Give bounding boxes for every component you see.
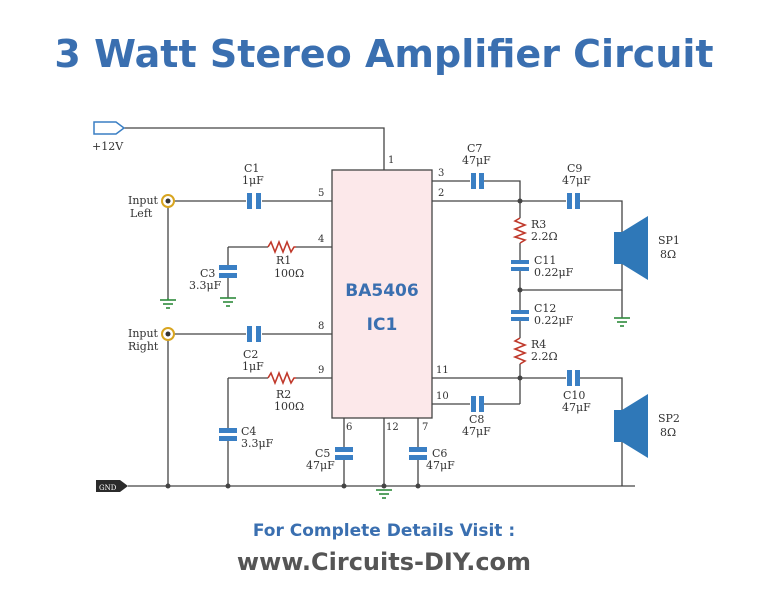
ground-speaker-icon <box>614 317 630 327</box>
gnd-flag-icon <box>96 480 128 492</box>
input-right-label-2: Right <box>128 340 159 353</box>
c4-value: 3.3μF <box>241 437 274 450</box>
ground-c3-icon <box>220 297 236 307</box>
website-link[interactable]: www.Circuits-DIY.com <box>236 548 532 576</box>
input-left-label-1: Input <box>128 194 159 207</box>
capacitor-c1-icon <box>247 193 261 209</box>
sp1-value: 8Ω <box>660 248 676 261</box>
c12-ref: C12 <box>534 302 556 315</box>
pin-10: 10 <box>436 391 449 402</box>
capacitor-c6-icon <box>409 447 427 460</box>
supply-flag-icon <box>93 121 126 135</box>
capacitor-c2-icon <box>247 326 261 342</box>
page-title: 3 Watt Stereo Amplifier Circuit <box>54 32 714 76</box>
capacitor-c11-icon <box>511 260 529 271</box>
pin-3: 3 <box>438 168 444 179</box>
r2-value: 100Ω <box>274 400 304 413</box>
c1-ref: C1 <box>244 162 259 175</box>
c5-value: 47μF <box>306 459 335 472</box>
pin-2: 2 <box>438 188 444 199</box>
sp2-value: 8Ω <box>660 426 676 439</box>
c4-ref: C4 <box>241 425 256 438</box>
resistor-r2-icon <box>267 370 296 386</box>
resistor-r1-icon <box>267 239 296 255</box>
speaker-sp1-icon <box>614 216 648 280</box>
c3-value: 3.3μF <box>189 279 222 292</box>
capacitor-c10-icon <box>567 370 580 386</box>
r3-value: 2.2Ω <box>531 230 558 243</box>
c5-ref: C5 <box>315 447 330 460</box>
c3-ref: C3 <box>200 267 215 280</box>
c2-ref: C2 <box>243 348 258 361</box>
ground-ic-icon <box>376 489 392 499</box>
c6-value: 47μF <box>426 459 455 472</box>
pin-5: 5 <box>318 188 324 199</box>
r3-ref: R3 <box>531 218 546 231</box>
r1-ref: R1 <box>276 254 291 267</box>
supply-label: +12V <box>92 140 124 153</box>
capacitor-c7-icon <box>471 173 484 189</box>
pin-11: 11 <box>436 365 449 376</box>
pin-6: 6 <box>346 422 352 433</box>
pin-1: 1 <box>388 155 394 166</box>
ground-left-icon <box>160 298 176 309</box>
input-left-jack-icon <box>161 194 175 208</box>
junctions <box>165 198 523 489</box>
pin-4: 4 <box>318 234 324 245</box>
c7-ref: C7 <box>467 142 482 155</box>
c2-value: 1μF <box>242 360 264 373</box>
ic-ref: IC1 <box>367 315 398 335</box>
speaker-sp2-icon <box>614 394 648 458</box>
c9-ref: C9 <box>567 162 582 175</box>
c8-value: 47μF <box>462 425 491 438</box>
c6-ref: C6 <box>432 447 447 460</box>
resistor-r4-icon <box>512 337 528 365</box>
visit-text: For Complete Details Visit : <box>252 521 516 541</box>
sp1-ref: SP1 <box>658 234 680 247</box>
c10-value: 47μF <box>562 401 591 414</box>
c11-ref: C11 <box>534 254 556 267</box>
c11-value: 0.22μF <box>534 266 574 279</box>
pin-9: 9 <box>318 365 324 376</box>
capacitor-c5-icon <box>335 447 353 460</box>
r4-ref: R4 <box>531 338 546 351</box>
ic-body <box>331 169 433 419</box>
pin-12: 12 <box>386 422 399 433</box>
capacitor-c8-icon <box>471 396 484 412</box>
pin-7: 7 <box>422 422 428 433</box>
capacitor-c3-icon <box>219 265 237 278</box>
capacitor-c9-icon <box>567 193 580 209</box>
c1-value: 1μF <box>242 174 264 187</box>
c9-value: 47μF <box>562 174 591 187</box>
c10-ref: C10 <box>563 389 585 402</box>
pin-numbers: 1 2 3 4 5 6 7 8 9 10 11 12 <box>318 155 449 433</box>
r4-value: 2.2Ω <box>531 350 558 363</box>
input-right-label-1: Input <box>128 327 159 340</box>
c8-ref: C8 <box>469 413 484 426</box>
c12-value: 0.22μF <box>534 314 574 327</box>
ic-name: BA5406 <box>345 281 418 301</box>
input-right-jack-icon <box>161 327 175 341</box>
resistor-r3-icon <box>512 217 528 244</box>
input-left-label-2: Left <box>130 207 153 220</box>
r2-ref: R2 <box>276 388 291 401</box>
r1-value: 100Ω <box>274 267 304 280</box>
gnd-label: GND <box>99 484 117 492</box>
sp2-ref: SP2 <box>658 412 680 425</box>
c7-value: 47μF <box>462 154 491 167</box>
capacitor-c12-icon <box>511 310 529 321</box>
capacitor-c4-icon <box>219 428 237 441</box>
pin-8: 8 <box>318 321 324 332</box>
